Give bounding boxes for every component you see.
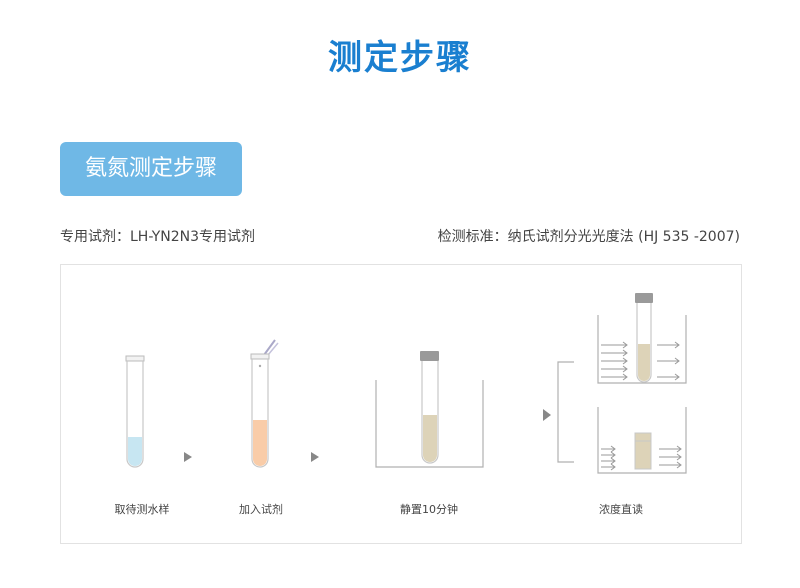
arrow-right-icon: [184, 452, 192, 462]
step4-reading-top: [597, 293, 687, 384]
step-label-2: 加入试剂: [239, 503, 283, 516]
step2-test-tube: [250, 339, 279, 468]
arrow-right-icon: [543, 409, 551, 421]
step-label-3: 静置10分钟: [400, 503, 458, 516]
step4-reading-bottom: [597, 407, 687, 474]
bracket: [557, 361, 574, 463]
standard-info: 检测标准：纳氏试剂分光光度法 (HJ 535 -2007): [437, 229, 740, 245]
procedure-diagram: 取待测水样 加入试剂 静置10分钟 浓度直读: [60, 264, 742, 544]
step-label-1: 取待测水样: [114, 503, 170, 516]
page-title: 测定步骤: [328, 38, 472, 78]
step-label-4: 浓度直读: [599, 503, 643, 516]
procedure-illustration: [125, 293, 687, 474]
step3-beaker: [375, 351, 484, 468]
reagent-info: 专用试剂：LH-YN2N3专用试剂: [60, 229, 256, 245]
section-badge: 氨氮测定步骤: [60, 142, 242, 196]
arrow-right-icon: [311, 452, 319, 462]
step1-test-tube: [125, 355, 145, 468]
